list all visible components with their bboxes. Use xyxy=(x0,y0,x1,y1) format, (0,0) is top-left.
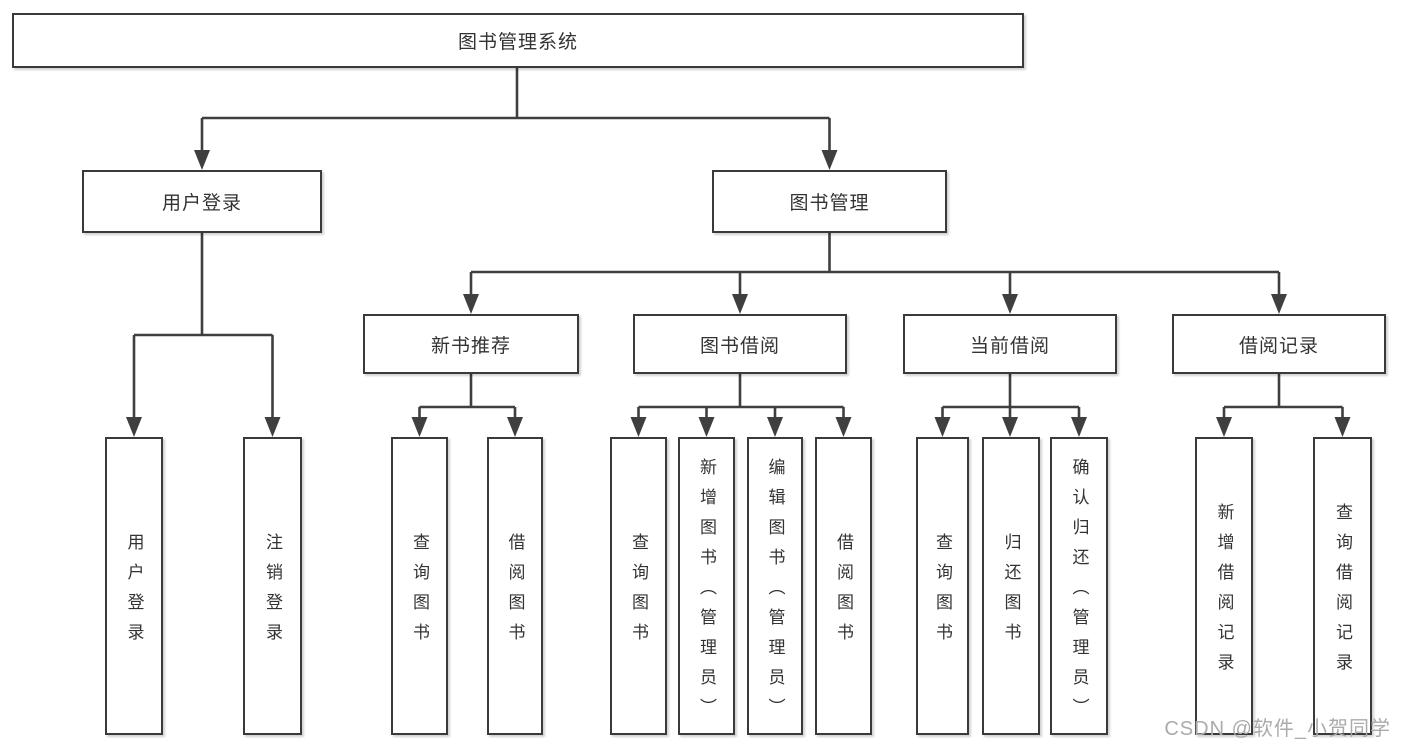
connector-root-to-level2 xyxy=(194,68,838,170)
leaf-user-login-label: 用户登录 xyxy=(124,532,144,653)
connector-book-borrow-to-leaves xyxy=(630,374,852,437)
node-new-book-recommend-label: 新书推荐 xyxy=(430,335,511,357)
node-borrow-record: 借阅记录 xyxy=(1172,314,1386,374)
node-current-borrow-label: 当前借阅 xyxy=(969,335,1050,357)
leaf-current-query-books-label: 查询图书 xyxy=(933,532,952,653)
connector-new-book-recommend-to-leaves xyxy=(411,374,523,437)
leaf-record-add-borrow-record: 新增借阅记录 xyxy=(1195,437,1253,735)
leaf-recommend-query-books: 查询图书 xyxy=(391,437,448,735)
leaf-recommend-query-books-label: 查询图书 xyxy=(410,532,429,653)
connector-user-login-to-leaves xyxy=(126,233,281,437)
leaf-borrow-borrow-books-label: 借阅图书 xyxy=(834,532,853,653)
leaf-borrow-add-books-admin: 新增图书（管理员） xyxy=(678,437,735,735)
leaf-borrow-query-books: 查询图书 xyxy=(610,437,667,735)
node-book-borrow-label: 图书借阅 xyxy=(699,335,780,357)
leaf-record-add-borrow-record-label: 新增借阅记录 xyxy=(1214,502,1234,683)
leaf-current-return-books-label: 归还图书 xyxy=(1001,532,1021,653)
leaf-logout-label: 注销登录 xyxy=(263,532,282,653)
node-library-management-system-label: 图书管理系统 xyxy=(457,32,578,53)
leaf-borrow-edit-books-admin-label: 编辑图书（管理员） xyxy=(765,457,785,728)
node-current-borrow: 当前借阅 xyxy=(903,314,1117,374)
leaf-current-return-books: 归还图书 xyxy=(982,437,1040,735)
leaf-recommend-borrow-books-label: 借阅图书 xyxy=(505,532,525,653)
leaf-borrow-borrow-books: 借阅图书 xyxy=(815,437,872,735)
leaf-current-confirm-return-admin: 确认归还（管理员） xyxy=(1050,437,1108,735)
leaf-record-query-borrow-record-label: 查询借阅记录 xyxy=(1333,502,1352,683)
leaf-record-query-borrow-record: 查询借阅记录 xyxy=(1313,437,1372,735)
csdn-watermark: CSDN @软件_小贺同学 xyxy=(1164,718,1391,740)
node-book-management-label: 图书管理 xyxy=(789,193,870,214)
connector-current-borrow-to-leaves xyxy=(934,374,1087,437)
node-library-management-system: 图书管理系统 xyxy=(12,13,1024,68)
node-borrow-record-label: 借阅记录 xyxy=(1238,335,1319,357)
leaf-borrow-query-books-label: 查询图书 xyxy=(629,532,648,653)
node-book-borrow: 图书借阅 xyxy=(633,314,847,374)
connector-borrow-record-to-leaves xyxy=(1216,374,1351,437)
leaf-recommend-borrow-books: 借阅图书 xyxy=(487,437,543,735)
node-new-book-recommend: 新书推荐 xyxy=(363,314,579,374)
leaf-borrow-add-books-admin-label: 新增图书（管理员） xyxy=(697,457,716,728)
leaf-current-confirm-return-admin-label: 确认归还（管理员） xyxy=(1069,457,1089,728)
node-book-management: 图书管理 xyxy=(712,170,947,233)
connector-book-management-to-level3 xyxy=(463,233,1287,314)
node-user-login: 用户登录 xyxy=(82,170,322,233)
leaf-user-login: 用户登录 xyxy=(105,437,163,735)
leaf-borrow-edit-books-admin: 编辑图书（管理员） xyxy=(747,437,803,735)
node-user-login-label: 用户登录 xyxy=(161,193,242,214)
leaf-logout: 注销登录 xyxy=(243,437,302,735)
leaf-current-query-books: 查询图书 xyxy=(916,437,969,735)
